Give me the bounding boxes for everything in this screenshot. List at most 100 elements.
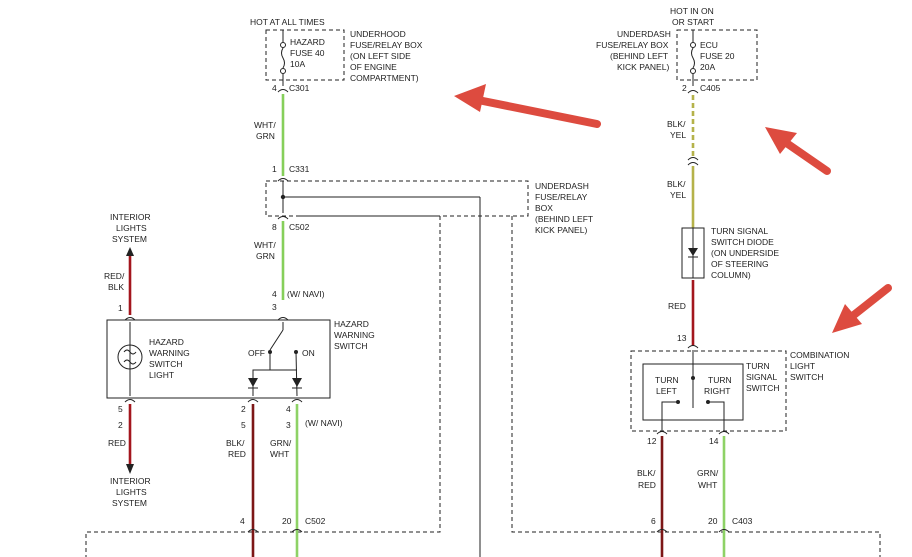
combo-line2: LIGHT — [790, 361, 815, 371]
bottom-c502: C502 — [305, 516, 326, 526]
c301-pin: 4 — [272, 83, 277, 93]
interior-bottom-line2: LIGHTS — [116, 487, 147, 497]
wire-blkred-left-label-a: BLK/ — [226, 438, 245, 448]
underhood-box-line3: (ON LEFT SIDE — [350, 51, 411, 61]
wire-whtgrn-2-label-a: WHT/ — [254, 240, 276, 250]
c331-label: C331 — [289, 164, 310, 174]
pin-12: 12 — [647, 436, 657, 446]
combination-switch-box — [630, 350, 787, 432]
interior-bottom-line1: INTERIOR — [110, 476, 151, 486]
ecu-fuse-name: ECU — [700, 40, 718, 50]
underdash-box-line4: (BEHIND LEFT — [535, 214, 593, 224]
terminal-arrow-icon — [126, 247, 134, 256]
annotation-arrow-icon — [454, 84, 601, 128]
tss-line3: SWITCH — [746, 383, 780, 393]
wire-blkred-right-label-b: RED — [638, 480, 656, 490]
c405-pin: 2 — [682, 83, 687, 93]
diode-icon — [248, 378, 302, 389]
underdash-box-left — [265, 180, 529, 217]
underdash-box-line1: UNDERDASH — [535, 181, 589, 191]
pin-a2: 2 — [241, 404, 246, 414]
pin-3: 3 — [272, 302, 277, 312]
underdash-box-line5: KICK PANEL) — [535, 225, 587, 235]
wire-blkyel-1-label-a: BLK/ — [667, 119, 686, 129]
switch-on-label: ON — [302, 348, 315, 358]
left-hot-label: HOT AT ALL TIMES — [250, 17, 325, 27]
combo-line1: COMBINATION — [790, 350, 849, 360]
pin-a5: 5 — [241, 420, 246, 430]
fuse-icon — [691, 47, 695, 69]
turn-left-line1: TURN — [655, 375, 679, 385]
underhood-box-line1: UNDERHOOD — [350, 29, 406, 39]
diode-line5: COLUMN) — [711, 270, 751, 280]
switch-label-line1: HAZARD — [334, 319, 369, 329]
wire-grnwht-right-label-a: GRN/ — [697, 468, 719, 478]
right-hot-line1: HOT IN ON — [670, 6, 714, 16]
navi-note-1: (W/ NAVI) — [287, 289, 325, 299]
lamp-line1: HAZARD — [149, 337, 184, 347]
navi-note-2: (W/ NAVI) — [305, 418, 343, 428]
pin-5: 5 — [118, 404, 123, 414]
diode-line1: TURN SIGNAL — [711, 226, 768, 236]
wire-whtgrn-2-label-b: GRN — [256, 251, 275, 261]
hazard-switch-box — [106, 319, 331, 399]
lamp-line3: SWITCH — [149, 359, 183, 369]
combo-line3: SWITCH — [790, 372, 824, 382]
switch-off-label: OFF — [248, 348, 265, 358]
bottom-pin-20-right: 20 — [708, 516, 718, 526]
hazard-fuse-name: HAZARD — [290, 37, 325, 47]
diode-line3: (ON UNDERSIDE — [711, 248, 779, 258]
interior-top-line3: SYSTEM — [112, 234, 147, 244]
fuse-icon — [281, 47, 285, 69]
wire-whtgrn-1-label-b: GRN — [256, 131, 275, 141]
wire-redblk-label-b: BLK — [108, 282, 124, 292]
terminal-arrow-icon — [126, 464, 134, 474]
pin-b3: 3 — [286, 420, 291, 430]
wire-blkred-right-label-a: BLK/ — [637, 468, 656, 478]
connector-c301 — [277, 89, 289, 93]
c502-label: C502 — [289, 222, 310, 232]
switch-label-line3: SWITCH — [334, 341, 368, 351]
hazard-fuse-box — [265, 29, 345, 81]
lamp-line4: LIGHT — [149, 370, 174, 380]
right-box-line1: UNDERDASH — [617, 29, 671, 39]
hazard-fuse-number: FUSE 40 — [290, 48, 325, 58]
c331-pin: 1 — [272, 164, 277, 174]
pin-14: 14 — [709, 436, 719, 446]
tss-line2: SIGNAL — [746, 372, 777, 382]
diode-line2: SWITCH DIODE — [711, 237, 774, 247]
right-box-line2: FUSE/RELAY BOX — [596, 40, 669, 50]
wire-red-right-label: RED — [668, 301, 686, 311]
navi-pin-4: 4 — [272, 289, 277, 299]
bottom-pin-20: 20 — [282, 516, 292, 526]
right-hot-line2: OR START — [672, 17, 714, 27]
wire-grnwht-left-label-b: WHT — [270, 449, 289, 459]
interior-top-line1: INTERIOR — [110, 212, 151, 222]
pin-1: 1 — [118, 303, 123, 313]
c301-label: C301 — [289, 83, 310, 93]
wire-blkyel-1-label-b: YEL — [670, 130, 686, 140]
wire-red-left-label: RED — [108, 438, 126, 448]
hazard-lamp-icon — [117, 344, 143, 370]
switch-contact-icon — [269, 329, 284, 351]
interior-bottom-line3: SYSTEM — [112, 498, 147, 508]
bottom-pin-4: 4 — [240, 516, 245, 526]
lamp-line2: WARNING — [149, 348, 190, 358]
c502-pin: 8 — [272, 222, 277, 232]
switch-label-line2: WARNING — [334, 330, 375, 340]
wire-whtgrn-1-label-a: WHT/ — [254, 120, 276, 130]
pin-13: 13 — [677, 333, 687, 343]
wire-blkyel-2-label-b: YEL — [670, 190, 686, 200]
annotation-arrow-icon — [832, 284, 892, 333]
bottom-pin-6: 6 — [651, 516, 656, 526]
underhood-box-line5: COMPARTMENT) — [350, 73, 419, 83]
underhood-box-line2: FUSE/RELAY BOX — [350, 40, 423, 50]
annotation-arrow-icon — [765, 127, 831, 175]
ecu-fuse-box — [676, 29, 758, 81]
hazard-fuse-amp: 10A — [290, 59, 305, 69]
pin-b4: 4 — [286, 404, 291, 414]
underdash-box-line2: FUSE/RELAY — [535, 192, 588, 202]
ecu-fuse-amp: 20A — [700, 62, 715, 72]
turn-right-line1: TURN — [708, 375, 732, 385]
